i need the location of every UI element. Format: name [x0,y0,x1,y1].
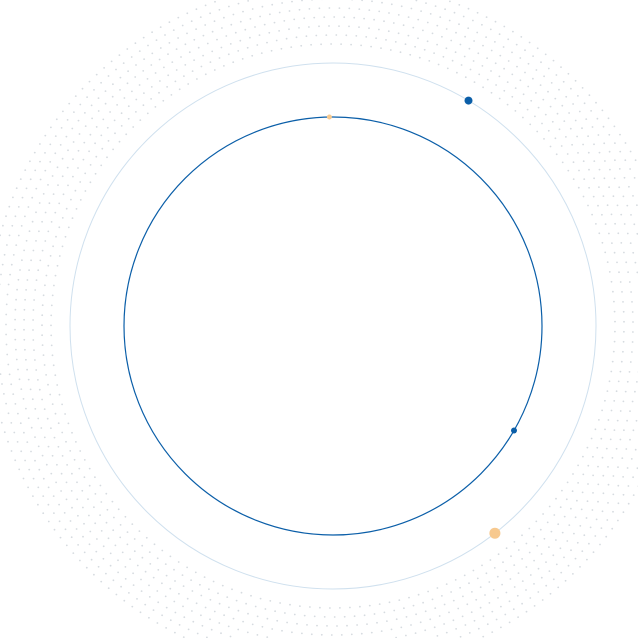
inner-orange-dot [326,114,332,120]
outer-orange-dot [489,527,501,539]
inner-blue-dot [511,427,517,434]
outer-orbit-ring [69,62,597,590]
outer-blue-dot [464,96,473,105]
inner-orbit-ring [123,116,543,536]
orbit-markers [326,96,517,539]
